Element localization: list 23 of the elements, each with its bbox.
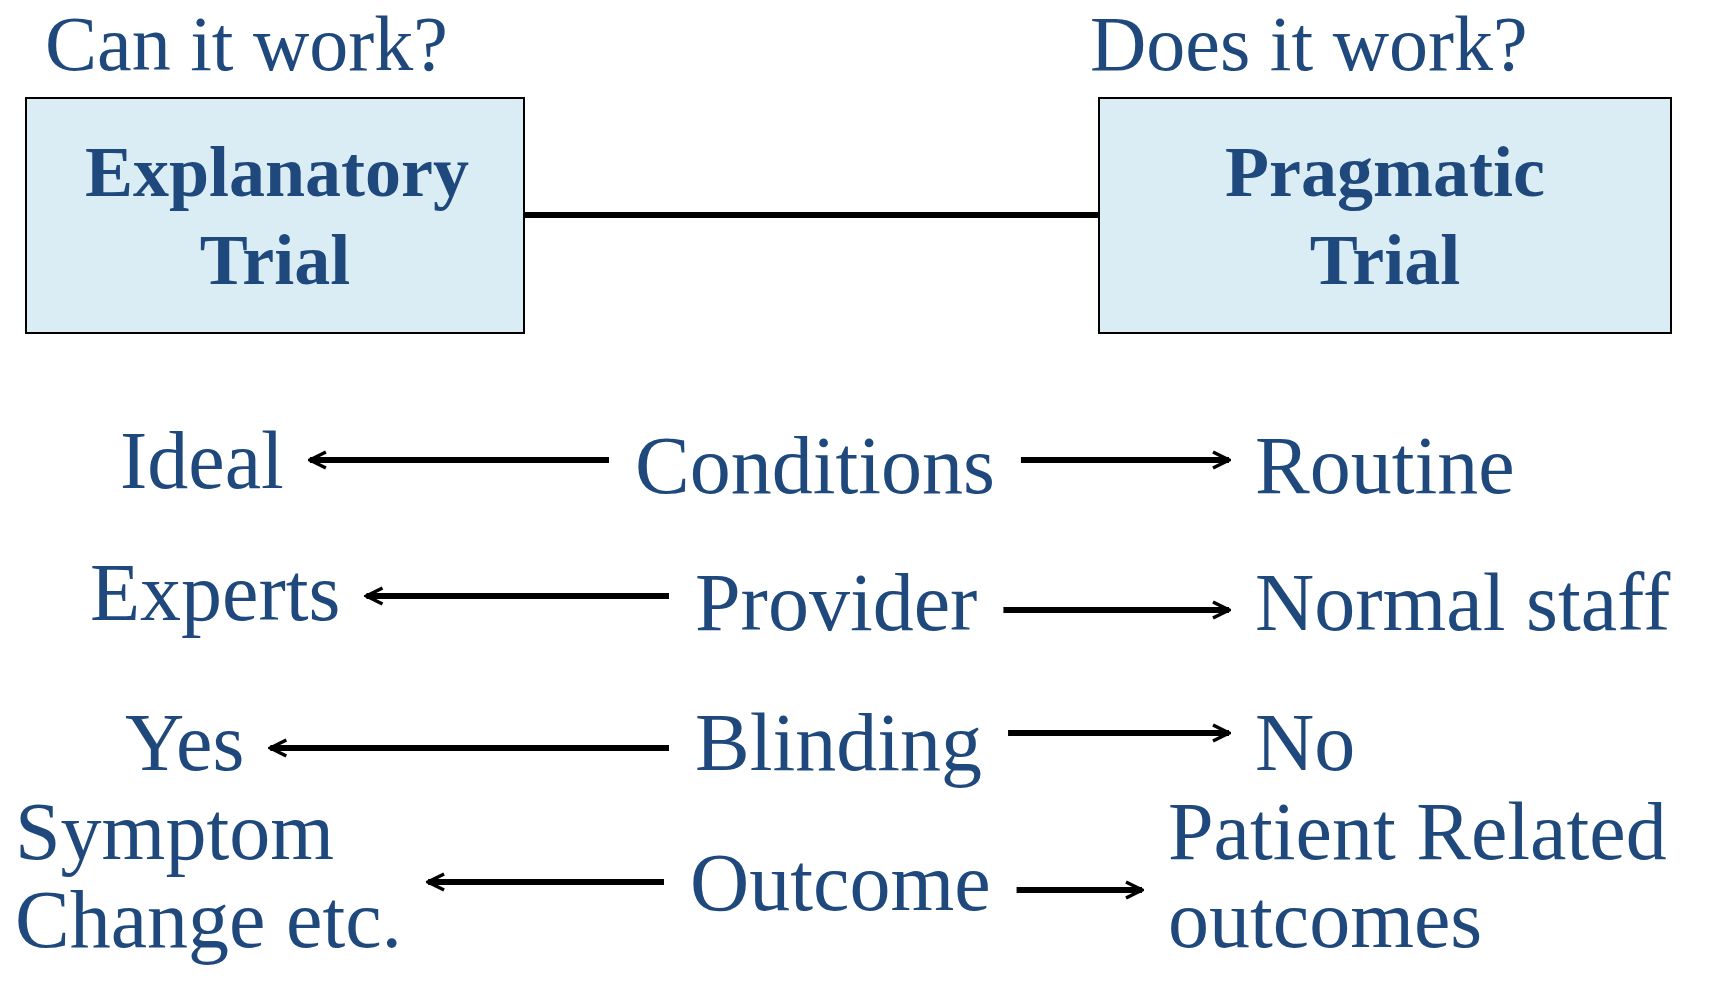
attribute-label: Yes xyxy=(125,702,245,784)
trial-box: Pragmatic Trial xyxy=(1098,97,1672,334)
arrow xyxy=(1016,880,1144,900)
attribute-label: Outcome xyxy=(690,842,991,924)
arrow xyxy=(268,738,669,758)
attribute-label: Normal staff xyxy=(1255,562,1671,644)
attribute-label: Provider xyxy=(695,562,978,644)
attribute-label: Routine xyxy=(1255,425,1515,507)
arrow xyxy=(308,450,609,470)
attribute-label: No xyxy=(1255,702,1356,784)
arrow xyxy=(364,586,669,606)
question-heading: Does it work? xyxy=(1090,5,1528,83)
question-heading: Can it work? xyxy=(45,5,448,83)
arrow xyxy=(1020,450,1231,470)
arrow xyxy=(1008,723,1231,743)
attribute-label: Conditions xyxy=(635,425,995,507)
trial-box: Explanatory Trial xyxy=(25,97,525,334)
arrow xyxy=(426,872,664,892)
attribute-label: Symptom Change etc. xyxy=(15,788,445,964)
arrow xyxy=(1003,600,1231,620)
attribute-label: Patient Related outcomes xyxy=(1168,788,1698,964)
connector-line xyxy=(525,212,1098,218)
attribute-label: Ideal xyxy=(120,420,284,502)
